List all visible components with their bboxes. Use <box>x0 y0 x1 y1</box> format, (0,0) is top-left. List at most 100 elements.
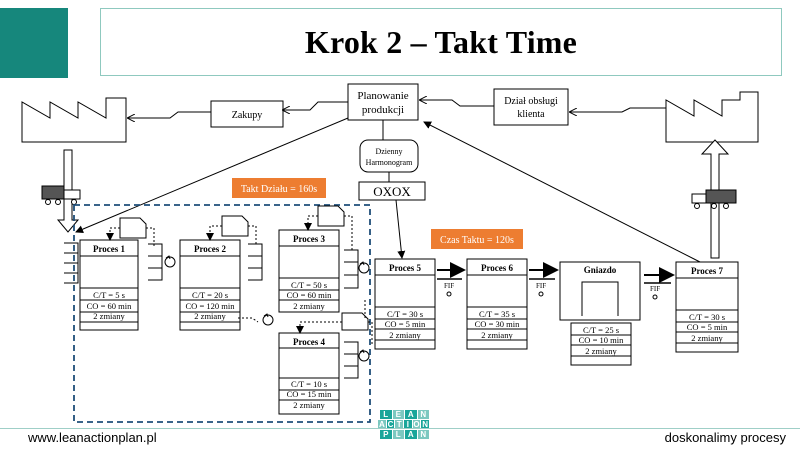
purchasing-label: Zakupy <box>232 110 263 121</box>
fifo-label: FIF <box>536 282 546 290</box>
process-co: CO = 120 min <box>186 301 236 311</box>
planning-box <box>347 83 419 121</box>
customer-truck-icon <box>691 189 737 209</box>
info-flow-purchasing-supplier <box>128 111 211 118</box>
process-ct: C/T = 25 s <box>583 325 619 335</box>
kanban-dotted-line <box>344 215 353 252</box>
logo-letter: O <box>412 420 421 429</box>
pull-circle-icon <box>262 313 274 326</box>
logo-letter: N <box>417 410 429 419</box>
slide-title: Krok 2 – Takt Time <box>304 23 578 60</box>
title-frame: Krok 2 – Takt Time <box>100 8 782 76</box>
schedule-label-1: Dzienny <box>375 147 402 156</box>
logo-letter: L <box>380 410 392 419</box>
process-name: Proces 7 <box>691 266 724 276</box>
schedule-box <box>359 139 419 173</box>
process-box-proces-5: Proces 5 C/T = 30 s CO = 5 min 2 zmiany <box>374 258 436 350</box>
process-co: CO = 60 min <box>287 290 332 300</box>
takt-time-badge <box>431 229 523 249</box>
footer-divider <box>0 428 800 429</box>
process-shifts: 2 zmiany <box>93 311 125 321</box>
footer-website: www.leanactionplan.pl <box>28 430 157 445</box>
process-ct: C/T = 30 s <box>387 309 423 319</box>
process-name: Proces 5 <box>389 263 422 273</box>
logo-letter: L <box>392 430 404 439</box>
fifo-lane-6-gniazdo: FIF <box>529 262 559 297</box>
logo-letter: N <box>421 420 430 429</box>
customer-service-box <box>493 88 569 126</box>
process-box-proces-4: Proces 4 C/T = 10 s CO = 15 min 2 zmiany <box>278 332 340 415</box>
kanban-card-icon <box>221 215 249 237</box>
process-name: Proces 3 <box>293 234 326 244</box>
logo-letter: A <box>405 410 417 419</box>
logo-letter: E <box>392 410 404 419</box>
process-co: CO = 30 min <box>475 319 520 329</box>
supermarket-icon <box>344 249 359 289</box>
department-takt-badge <box>232 178 326 198</box>
process-shifts: 2 zmiany <box>194 311 226 321</box>
info-flow-planning-purchasing <box>283 101 348 110</box>
process-box-gniazdo: Gniazdo C/T = 25 s CO = 10 min 2 zmiany <box>559 261 641 366</box>
purchasing-box <box>210 100 284 128</box>
kanban-dotted-line <box>368 321 373 344</box>
process-co: CO = 5 min <box>687 322 728 332</box>
kanban-dotted-line <box>296 321 342 334</box>
logo-letter: A <box>378 420 386 429</box>
process-name: Proces 6 <box>481 263 514 273</box>
process-name: Gniazdo <box>584 265 617 275</box>
process-ct: C/T = 5 s <box>93 290 125 300</box>
customer-service-label-2: klienta <box>517 109 545 120</box>
process-ct: C/T = 10 s <box>291 379 327 389</box>
process-box-proces-1: Proces 1 C/T = 5 s CO = 60 min 2 zmiany <box>79 239 139 331</box>
pull-circle-icon <box>358 261 370 274</box>
proces7-to-planning-arrow <box>423 121 701 263</box>
logo-letter: P <box>380 430 392 439</box>
supermarket-icon <box>64 242 79 284</box>
kanban-dotted-line <box>206 225 222 241</box>
logo-letter: T <box>395 420 404 429</box>
process-shifts: 2 zmiany <box>481 330 513 340</box>
logo-letter: I <box>404 420 412 429</box>
department-takt-label: Takt Działu = 160s <box>241 184 317 195</box>
process-ct: C/T = 50 s <box>291 280 327 290</box>
customer-factory-icon <box>665 91 759 143</box>
kanban-card-icon <box>341 312 369 331</box>
kanban-card-icon <box>317 205 345 227</box>
info-flow-service-planning <box>420 100 494 107</box>
withdrawal-dotted-arrow <box>238 317 259 323</box>
process-shifts: 2 zmiany <box>389 330 421 340</box>
supplier-factory-icon <box>21 97 127 143</box>
logo-letter: N <box>417 430 429 439</box>
process-name: Proces 1 <box>93 244 126 254</box>
process-shifts: 2 zmiany <box>293 301 325 311</box>
planning-label-2: produkcji <box>362 104 404 116</box>
sequence-label: OXOX <box>373 184 411 199</box>
process-box-proces-6: Proces 6 C/T = 35 s CO = 30 min 2 zmiany <box>466 258 528 350</box>
process-ct: C/T = 35 s <box>479 309 515 319</box>
process-co: CO = 60 min <box>87 301 132 311</box>
process-ct: C/T = 30 s <box>689 312 725 322</box>
takt-time-label: Czas Taktu = 120s <box>440 235 514 246</box>
process-box-proces-3: Proces 3 C/T = 50 s CO = 60 min 2 zmiany <box>278 229 340 313</box>
supermarket-icon <box>248 243 263 281</box>
process-ct: C/T = 20 s <box>192 290 228 300</box>
fifo-lane-gniazdo-7: FIF <box>644 267 675 300</box>
info-flow-customer-service <box>570 107 666 112</box>
footer-tagline: doskonalimy procesy <box>664 430 786 445</box>
sequence-box <box>358 181 426 201</box>
kanban-card-icon <box>119 217 147 239</box>
teal-accent-block <box>0 8 68 78</box>
planning-label-1: Planowanie <box>357 90 408 102</box>
fifo-label: FIF <box>650 285 660 293</box>
supermarket-icon <box>148 243 163 281</box>
process-name: Proces 4 <box>293 337 326 347</box>
kanban-dotted-line <box>146 227 155 246</box>
process-box-proces-2: Proces 2 C/T = 20 s CO = 120 min 2 zmian… <box>179 239 241 331</box>
process-co: CO = 15 min <box>287 389 332 399</box>
process-shifts: 2 zmiany <box>293 400 325 410</box>
